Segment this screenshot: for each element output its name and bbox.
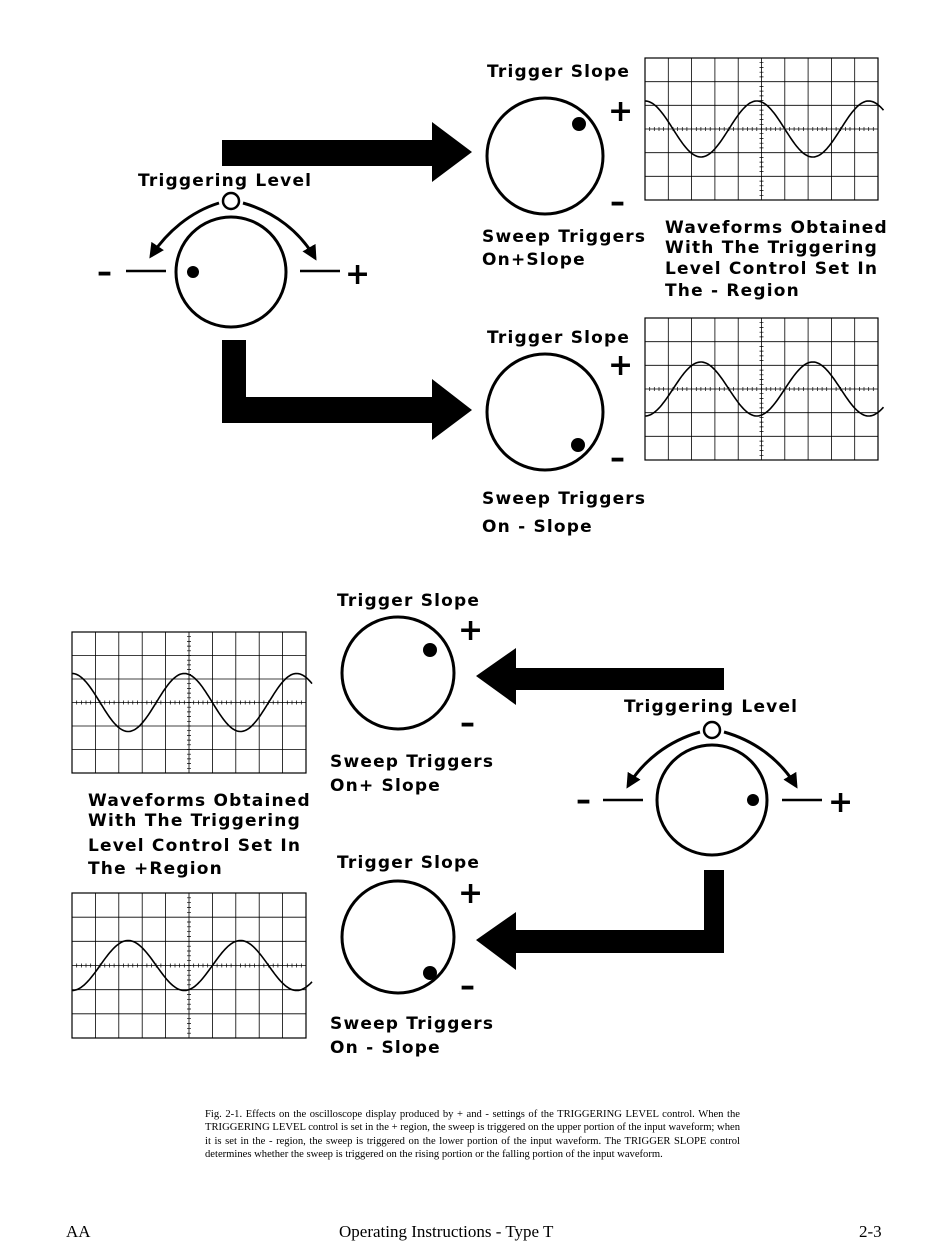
trigger-slope-label: Trigger Slope	[337, 853, 480, 873]
sine-trace	[71, 672, 313, 733]
slope-minus-sign: –	[460, 706, 475, 741]
slope-plus-sign: +	[608, 348, 633, 383]
trigger-slope-label: Trigger Slope	[487, 328, 630, 348]
footer-center: Operating Instructions - Type T	[339, 1222, 554, 1241]
slope-minus-sign: –	[460, 969, 475, 1004]
triggering-level-label: Triggering Level	[624, 697, 798, 717]
sweep-triggers-label: Sweep Triggers	[330, 752, 494, 772]
scope-display-lower	[71, 892, 313, 1039]
sweep-slope-label: On+Slope	[482, 250, 586, 270]
slope-plus-sign: +	[608, 94, 633, 129]
sweep-slope-label: On+ Slope	[330, 776, 441, 796]
slope-plus-sign: +	[458, 876, 483, 911]
footer-left: AA	[66, 1222, 91, 1241]
triggering-level-knob	[126, 191, 340, 329]
footer-right: 2-3	[859, 1222, 882, 1241]
svg-text:Level Control Set In: Level Control Set In	[88, 836, 301, 856]
sweep-slope-label: On - Slope	[482, 517, 593, 537]
sine-trace	[644, 361, 885, 417]
sine-trace	[644, 100, 885, 158]
arrow-to-lower-slope	[222, 340, 472, 440]
svg-text:Waveforms Obtained: Waveforms Obtained	[665, 218, 888, 238]
svg-text:Level Control Set In: Level Control Set In	[665, 259, 878, 279]
arrow-to-upper-slope	[476, 648, 724, 705]
scope-display-upper	[71, 631, 313, 774]
sweep-triggers-label: Sweep Triggers	[482, 489, 646, 509]
waveform-description: Waveforms Obtained With The Triggering L…	[665, 218, 888, 301]
level-plus-sign: +	[828, 785, 853, 820]
scope-display-lower	[644, 317, 885, 461]
trigger-slope-label: Trigger Slope	[337, 591, 480, 611]
trigger-slope-knob-upper	[485, 96, 605, 216]
svg-text:With The Triggering: With The Triggering	[88, 811, 301, 831]
level-minus-sign: –	[97, 255, 112, 290]
triggering-level-knob	[603, 720, 822, 857]
slope-minus-sign: –	[610, 185, 625, 220]
sweep-triggers-label: Sweep Triggers	[330, 1014, 494, 1034]
scope-display-upper	[644, 57, 885, 201]
trigger-slope-label: Trigger Slope	[487, 62, 630, 82]
figure-caption: Fig. 2-1. Effects on the oscilloscope di…	[205, 1109, 740, 1161]
waveform-description: Waveforms Obtained With The Triggering L…	[88, 791, 311, 879]
level-minus-sign: –	[576, 783, 591, 818]
triggering-level-label: Triggering Level	[138, 171, 312, 191]
svg-text:The +Region: The +Region	[88, 859, 223, 879]
sweep-slope-label: On - Slope	[330, 1038, 441, 1058]
svg-text:The - Region: The - Region	[665, 281, 800, 301]
trigger-slope-knob-lower	[485, 352, 605, 472]
sine-trace	[71, 939, 313, 992]
sweep-triggers-label: Sweep Triggers	[482, 227, 646, 247]
level-plus-sign: +	[345, 257, 370, 292]
slope-minus-sign: –	[610, 441, 625, 476]
arrow-to-lower-slope	[476, 870, 724, 970]
trigger-slope-knob-upper	[340, 615, 456, 731]
trigger-slope-knob-lower	[340, 879, 456, 995]
arrow-to-upper-slope	[222, 122, 472, 182]
svg-text:Waveforms Obtained: Waveforms Obtained	[88, 791, 311, 811]
slope-plus-sign: +	[458, 613, 483, 648]
svg-text:With The Triggering: With The Triggering	[665, 238, 878, 258]
